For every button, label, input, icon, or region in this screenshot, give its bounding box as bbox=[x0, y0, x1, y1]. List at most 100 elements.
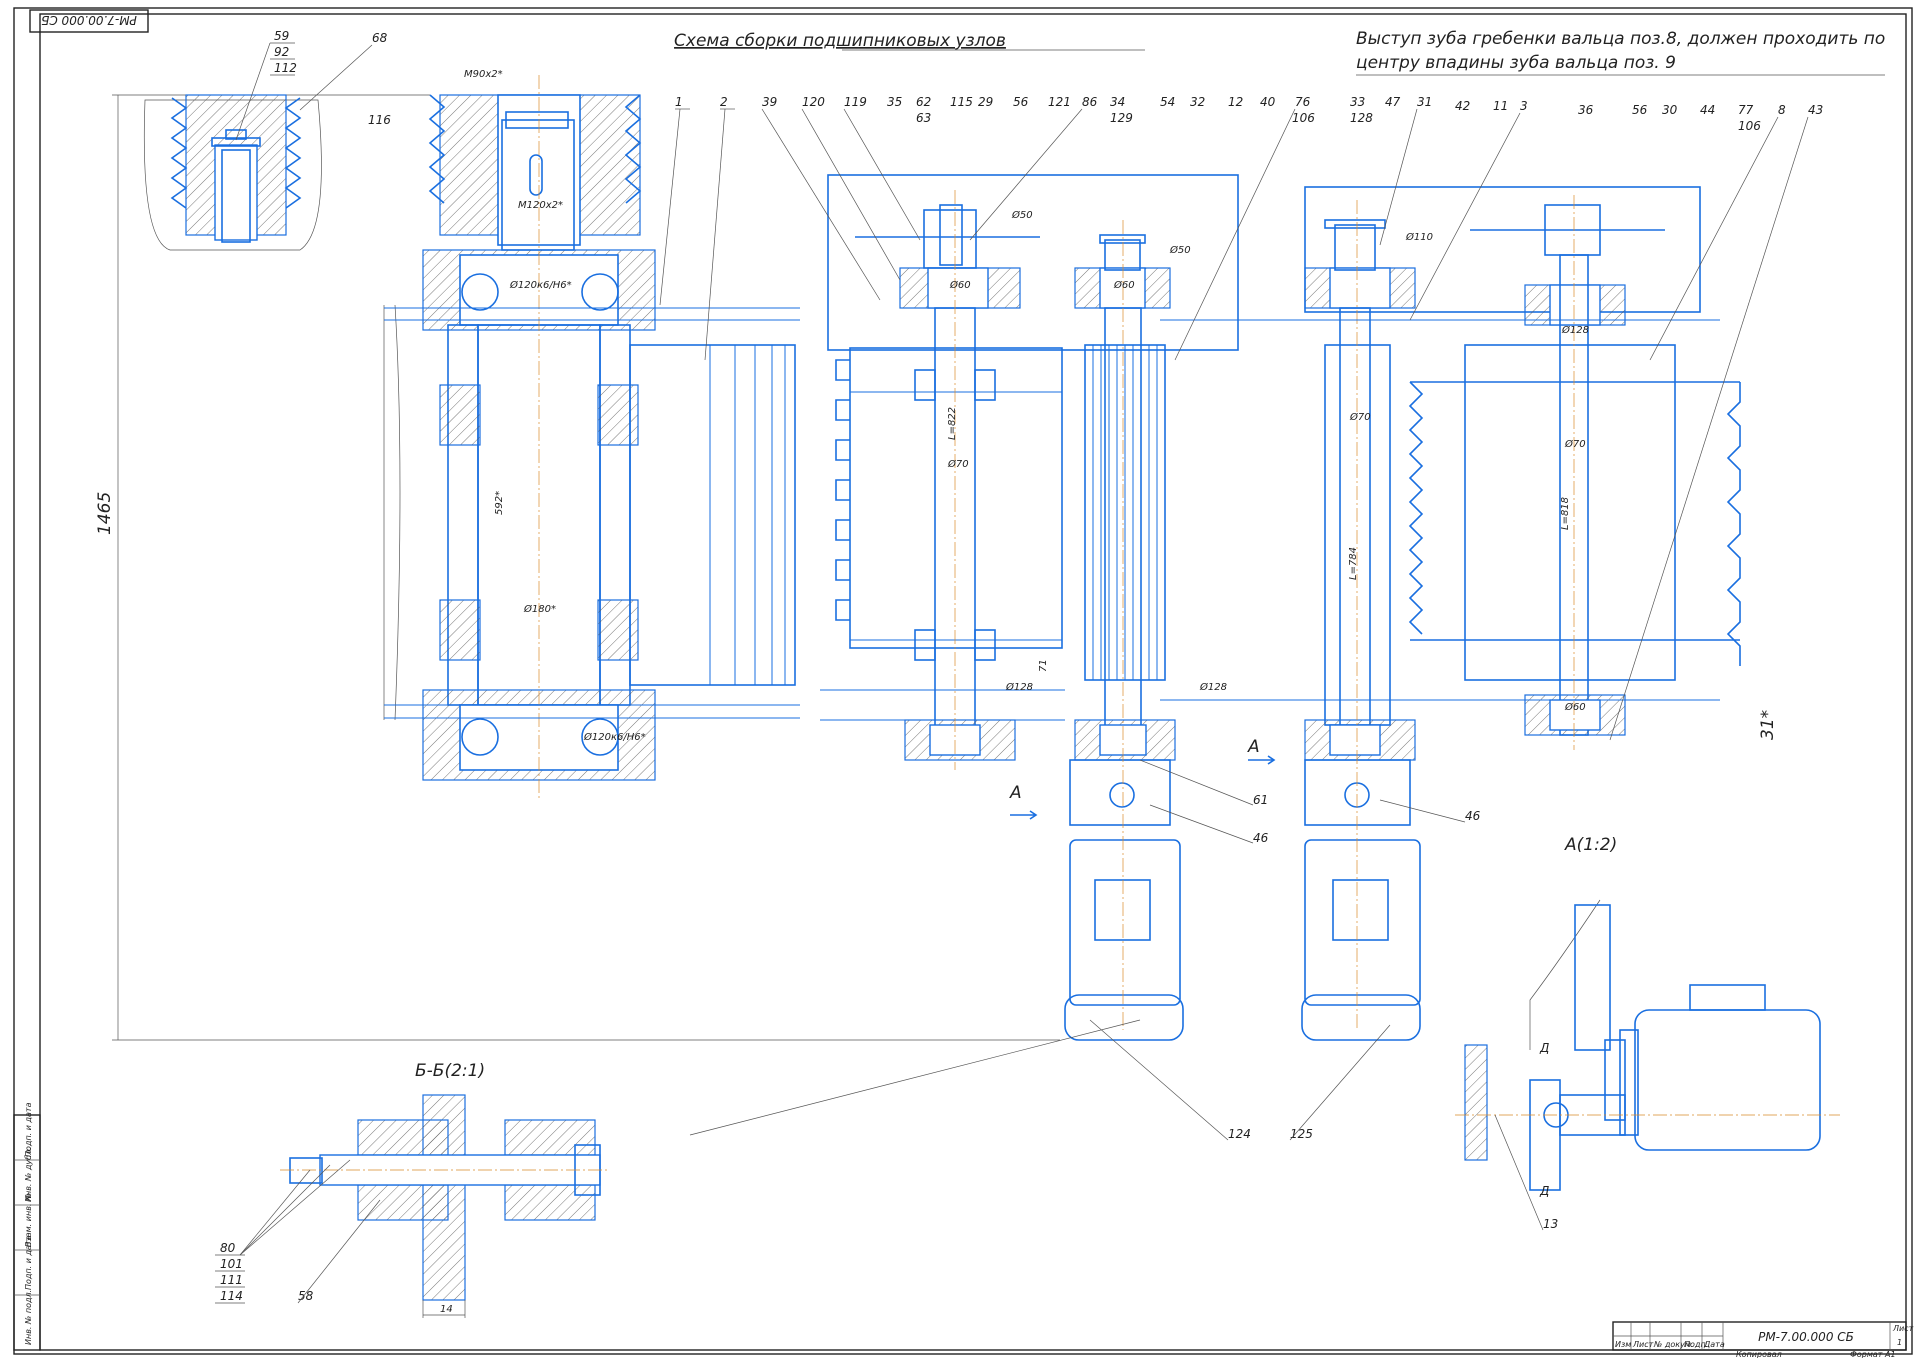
svg-text:Ø128: Ø128 bbox=[1561, 324, 1589, 336]
svg-text:30: 30 bbox=[1662, 103, 1678, 117]
svg-text:Ø110: Ø110 bbox=[1405, 231, 1433, 243]
svg-text:Подп. и дата: Подп. и дата bbox=[24, 1102, 33, 1157]
arrow-d-label-1: Д bbox=[1539, 1041, 1549, 1055]
svg-text:106: 106 bbox=[1738, 119, 1761, 133]
note-line-2: центру впадины зуба вальца поз. 9 bbox=[1356, 53, 1676, 73]
svg-text:Ø60: Ø60 bbox=[1564, 701, 1586, 713]
svg-text:Лист: Лист bbox=[1632, 1340, 1654, 1349]
svg-text:1465: 1465 bbox=[95, 492, 115, 535]
svg-text:Ø50: Ø50 bbox=[1169, 244, 1191, 256]
svg-text:№ докум.: № докум. bbox=[1653, 1340, 1693, 1349]
svg-text:Ø128: Ø128 bbox=[1199, 681, 1227, 693]
sheet-frame bbox=[13, 7, 1913, 1355]
svg-text:128: 128 bbox=[1350, 111, 1373, 125]
svg-text:119: 119 bbox=[844, 95, 867, 109]
svg-text:44: 44 bbox=[1700, 103, 1715, 117]
svg-text:31*: 31* bbox=[1758, 710, 1778, 740]
svg-text:Ø70: Ø70 bbox=[1349, 411, 1371, 423]
svg-text:46: 46 bbox=[1465, 809, 1481, 823]
svg-text:1: 1 bbox=[675, 95, 683, 109]
detail-inset-top bbox=[143, 94, 322, 251]
svg-text:115: 115 bbox=[950, 95, 973, 109]
callouts-section: 80 101 111 114 58 bbox=[215, 1159, 381, 1304]
svg-text:8: 8 bbox=[1778, 103, 1786, 117]
svg-text:M90x2*: M90x2* bbox=[464, 69, 503, 80]
svg-text:39: 39 bbox=[762, 95, 777, 109]
svg-text:Лист: Лист bbox=[1892, 1324, 1914, 1333]
svg-text:54: 54 bbox=[1160, 95, 1175, 109]
svg-text:Подп. и дата: Подп. и дата bbox=[24, 1235, 33, 1290]
svg-text:106: 106 bbox=[1292, 111, 1315, 125]
section-bb-label: Б-Б(2:1) bbox=[415, 1061, 485, 1081]
svg-text:Подп.: Подп. bbox=[1684, 1340, 1708, 1349]
svg-text:124: 124 bbox=[1228, 1127, 1251, 1141]
svg-text:58: 58 bbox=[298, 1289, 314, 1303]
svg-text:Ø120к6/Н6*: Ø120к6/Н6* bbox=[509, 279, 572, 291]
svg-text:Ø60: Ø60 bbox=[949, 279, 971, 291]
callouts-bottom: 61 46 46 124 125 13 bbox=[1089, 759, 1558, 1231]
svg-text:29: 29 bbox=[978, 95, 993, 109]
svg-text:80: 80 bbox=[220, 1241, 236, 1255]
title-designation: РМ-7.00.000 СБ bbox=[1758, 1330, 1854, 1344]
svg-text:46: 46 bbox=[1253, 831, 1269, 845]
bearing-unit-3 bbox=[1301, 186, 1701, 1041]
view-a-detail bbox=[1455, 899, 1840, 1191]
designation-box-top: РМ-7.00.000 СБ bbox=[29, 9, 149, 33]
svg-text:Ø70: Ø70 bbox=[1564, 438, 1586, 450]
svg-text:592*: 592* bbox=[494, 491, 505, 515]
svg-text:47: 47 bbox=[1385, 95, 1401, 109]
bearing-unit-4 bbox=[1160, 195, 1741, 750]
svg-text:L=784: L=784 bbox=[1348, 547, 1359, 580]
svg-text:34: 34 bbox=[1110, 95, 1125, 109]
svg-text:56: 56 bbox=[1013, 95, 1029, 109]
svg-text:12: 12 bbox=[1228, 95, 1243, 109]
note-line-1: Выступ зуба гребенки вальца поз.8, долже… bbox=[1356, 29, 1885, 49]
arrow-d-label-2: Д bbox=[1539, 1184, 1549, 1198]
svg-text:1: 1 bbox=[1897, 1338, 1902, 1347]
svg-text:77: 77 bbox=[1738, 103, 1754, 117]
svg-text:62: 62 bbox=[916, 95, 931, 109]
svg-text:42: 42 bbox=[1455, 99, 1470, 113]
svg-text:33: 33 bbox=[1350, 95, 1365, 109]
svg-text:36: 36 bbox=[1578, 103, 1594, 117]
callouts-inset: 59 92 112 68 116 bbox=[235, 29, 391, 141]
svg-text:63: 63 bbox=[916, 111, 931, 125]
svg-text:Ø50: Ø50 bbox=[1011, 209, 1033, 221]
callouts-top: 1 2 39 120 119 35 62 63 115 29 56 121 86… bbox=[675, 95, 1823, 133]
bearing-unit-1 bbox=[820, 174, 1239, 770]
svg-text:Инв. № подл.: Инв. № подл. bbox=[24, 1290, 33, 1345]
svg-text:Копировал: Копировал bbox=[1736, 1350, 1782, 1358]
overall-dimension: 1465 bbox=[95, 94, 1060, 1041]
left-roller-assembly bbox=[383, 75, 800, 800]
svg-text:121: 121 bbox=[1048, 95, 1071, 109]
leader-lines bbox=[659, 108, 1809, 1136]
svg-text:Ø70: Ø70 bbox=[947, 458, 969, 470]
view-a-label: A(1:2) bbox=[1564, 835, 1617, 855]
svg-text:3: 3 bbox=[1520, 99, 1528, 113]
svg-text:РМ-7.00.000 СБ: РМ-7.00.000 СБ bbox=[41, 13, 137, 27]
svg-text:Ø60: Ø60 bbox=[1113, 279, 1135, 291]
svg-text:Инв. № дубл.: Инв. № дубл. bbox=[24, 1147, 33, 1202]
arrow-a-label-1: A bbox=[1009, 783, 1022, 803]
svg-text:68: 68 bbox=[372, 31, 388, 45]
svg-text:Дата: Дата bbox=[1703, 1340, 1725, 1349]
svg-text:31: 31 bbox=[1417, 95, 1432, 109]
svg-text:L=818: L=818 bbox=[1560, 497, 1571, 530]
svg-text:43: 43 bbox=[1808, 103, 1823, 117]
svg-text:40: 40 bbox=[1260, 95, 1276, 109]
svg-text:56: 56 bbox=[1632, 103, 1648, 117]
svg-text:111: 111 bbox=[220, 1273, 243, 1287]
svg-text:14: 14 bbox=[440, 1304, 453, 1315]
svg-text:112: 112 bbox=[274, 61, 297, 75]
svg-text:35: 35 bbox=[887, 95, 902, 109]
svg-text:13: 13 bbox=[1543, 1217, 1558, 1231]
svg-text:71: 71 bbox=[1038, 659, 1049, 672]
svg-text:Ø128: Ø128 bbox=[1005, 681, 1033, 693]
svg-text:Изм: Изм bbox=[1615, 1340, 1631, 1349]
svg-text:120: 120 bbox=[802, 95, 825, 109]
svg-text:Ø120к6/Н6*: Ø120к6/Н6* bbox=[583, 731, 646, 743]
svg-text:92: 92 bbox=[274, 45, 289, 59]
bearing-unit-2 bbox=[1064, 220, 1184, 1041]
svg-text:125: 125 bbox=[1290, 1127, 1313, 1141]
